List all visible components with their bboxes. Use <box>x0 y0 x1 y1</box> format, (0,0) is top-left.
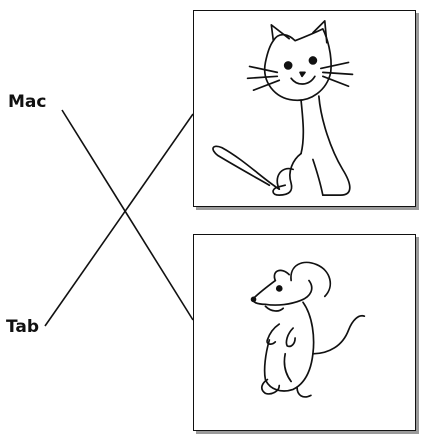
mouse-drawing <box>250 261 366 398</box>
line-tab-to-cat <box>44 113 194 327</box>
word-tab: Tab <box>6 317 40 337</box>
cat-picture-card[interactable] <box>193 10 416 207</box>
mouse-picture-card[interactable] <box>193 234 416 431</box>
line-mac-to-mouse <box>61 109 194 321</box>
cat-drawing <box>212 20 354 196</box>
word-mac: Mac <box>8 92 47 112</box>
